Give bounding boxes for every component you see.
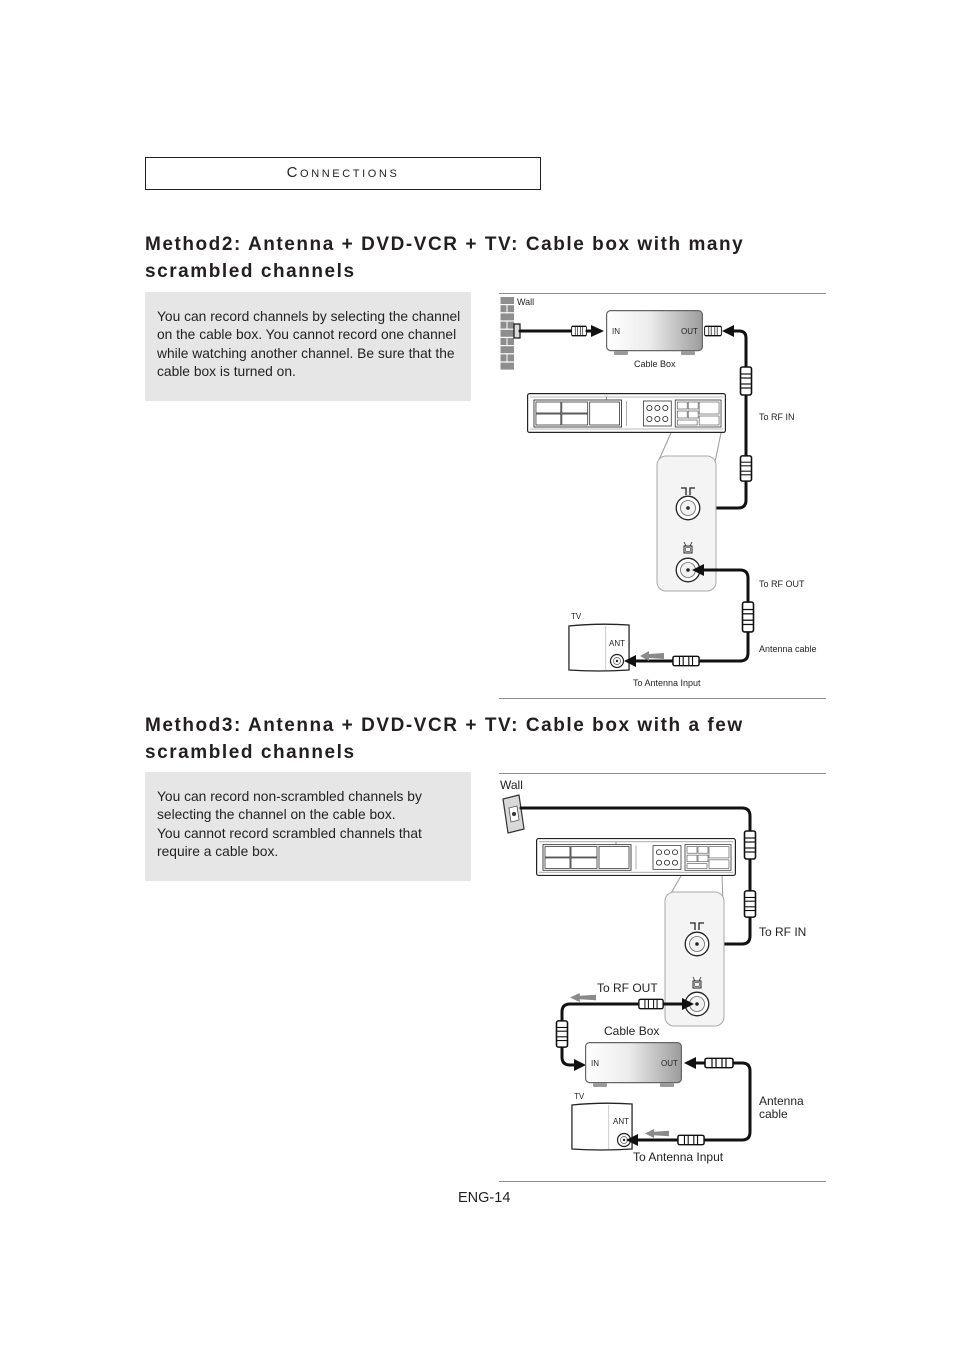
- f-connector: [743, 890, 757, 918]
- arrow-into-rf-out-jack: [692, 564, 704, 576]
- tv-out-icon: [692, 976, 702, 989]
- cable-box-in-label: IN: [591, 1059, 599, 1068]
- to-rf-out-label: To RF OUT: [597, 981, 658, 995]
- arrow-into-cable-box-out: [722, 325, 734, 337]
- f-connector: [739, 366, 753, 396]
- method2-description-line: on the cable box. You cannot record one …: [157, 327, 457, 343]
- antenna-in-icon: [690, 922, 704, 930]
- antenna-cable-label-line1: Antenna: [759, 1094, 804, 1108]
- f-connector: [638, 998, 664, 1010]
- to-antenna-input-label: To Antenna Input: [633, 1150, 724, 1164]
- method2-description-line: cable box is turned on.: [157, 364, 296, 380]
- method3-description-line: You can record non-scrambled channels by: [157, 789, 422, 804]
- method2-description-line: You can record channels by selecting the…: [157, 309, 461, 324]
- method2-heading-line: Method2: Antenna + DVD-VCR + TV: Cable b…: [145, 233, 745, 255]
- cable-segment: [710, 916, 752, 946]
- wall-label: Wall: [500, 778, 523, 792]
- dvd-vcr: [536, 838, 736, 876]
- arrow-into-rf-out-jack: [682, 998, 694, 1010]
- method2-connection-diagram: Wall IN OUT Cable Box To RF IN To RF OUT…: [500, 297, 817, 688]
- method2-heading: Method2: Antenna + DVD-VCR + TV: Cable b…: [145, 231, 744, 285]
- arrow-into-cable-box-in: [591, 325, 604, 337]
- ant-label: ANT: [613, 1117, 629, 1126]
- cable-cable-box-to-rf-in: [732, 329, 748, 368]
- antenna-cable-label: Antenna cable: [759, 644, 817, 654]
- tv-label: TV: [574, 1092, 585, 1101]
- f-connector: [571, 325, 587, 337]
- diagram1-bottom-rule: [499, 698, 826, 699]
- cable-box-label: Cable Box: [604, 1024, 659, 1038]
- cable-cable-box-to-tv: [703, 1061, 752, 1142]
- signal-direction-arrow: [570, 993, 596, 1002]
- antenna-cable-label-line2: cable: [759, 1107, 788, 1121]
- f-connector: [677, 1134, 705, 1146]
- ant-label: ANT: [609, 639, 625, 648]
- f-connector: [739, 455, 753, 482]
- method3-connection-diagram: Wall To RF IN To RF OUT Cable Box IN OUT…: [500, 778, 806, 1164]
- arrow-into-tv-antenna-jack: [624, 655, 636, 667]
- callout-lines: [657, 432, 722, 463]
- cable-rf-out-to-cable-box: [560, 1002, 640, 1022]
- method2-description-panel: You can record channels by selecting the…: [145, 292, 471, 401]
- cable-box-out-label: OUT: [661, 1059, 678, 1068]
- to-antenna-input-label: To Antenna Input: [633, 678, 701, 688]
- rf-in-jack: [675, 495, 701, 521]
- dvd-vcr: [527, 393, 726, 433]
- rear-panel-callout: [656, 455, 717, 592]
- cable-segment: [560, 1046, 576, 1067]
- page-number: ENG-14: [458, 1190, 511, 1206]
- section-header: Connections: [145, 157, 541, 190]
- cable-segment: [702, 480, 748, 510]
- antenna-in-icon: [681, 487, 695, 495]
- cable-segment: [698, 631, 750, 663]
- wall-label: Wall: [517, 297, 534, 307]
- to-rf-in-label: To RF IN: [759, 412, 795, 422]
- method3-heading-line: scrambled channels: [145, 741, 356, 763]
- cable-box-in-label: IN: [612, 327, 620, 336]
- f-connector: [672, 655, 700, 667]
- diagram2-top-rule: [499, 773, 826, 774]
- f-connector: [704, 1057, 734, 1069]
- method3-description-line: You cannot record scrambled channels tha…: [157, 825, 422, 841]
- method3-heading-line: Method3: Antenna + DVD-VCR + TV: Cable b…: [145, 714, 744, 736]
- rear-panel-callout: [664, 891, 725, 1027]
- method2-heading-line: scrambled channels: [145, 260, 356, 282]
- tv-antenna-jack: [609, 653, 625, 669]
- to-rf-in-label: To RF IN: [759, 925, 806, 939]
- tv-out-icon: [683, 541, 693, 554]
- arrow-into-cable-box-in: [574, 1059, 586, 1071]
- f-connector: [741, 601, 755, 633]
- diagram2-bottom-rule: [499, 1181, 826, 1182]
- cable-box-label: Cable Box: [634, 359, 676, 369]
- wall-bricks: [500, 297, 514, 370]
- cable-box-out-label: OUT: [681, 327, 698, 336]
- f-connector: [704, 325, 722, 337]
- method2-description-line: while watching another channel. Be sure …: [157, 345, 455, 361]
- rf-in-jack: [684, 931, 710, 957]
- cable-wall-to-rf-in: [519, 806, 752, 832]
- f-connector: [743, 830, 757, 860]
- diagram1-top-rule: [499, 293, 826, 294]
- arrow-into-tv-antenna-jack: [626, 1134, 638, 1146]
- tv-label: TV: [571, 612, 582, 621]
- signal-direction-arrow: [645, 1129, 669, 1138]
- arrow-into-cable-box-out: [684, 1057, 696, 1069]
- f-connector: [555, 1020, 569, 1048]
- to-rf-out-label: To RF OUT: [759, 579, 805, 589]
- method3-description-panel: You can record non-scrambled channels by…: [145, 772, 471, 881]
- cable-rf-out-to-tv: [702, 568, 750, 603]
- method3-description-line: require a cable box.: [157, 844, 279, 860]
- wall-outlet-plate: [502, 794, 525, 834]
- method3-description-line: selecting the channel on the cable box.: [157, 807, 396, 823]
- method3-heading: Method3: Antenna + DVD-VCR + TV: Cable b…: [145, 712, 744, 766]
